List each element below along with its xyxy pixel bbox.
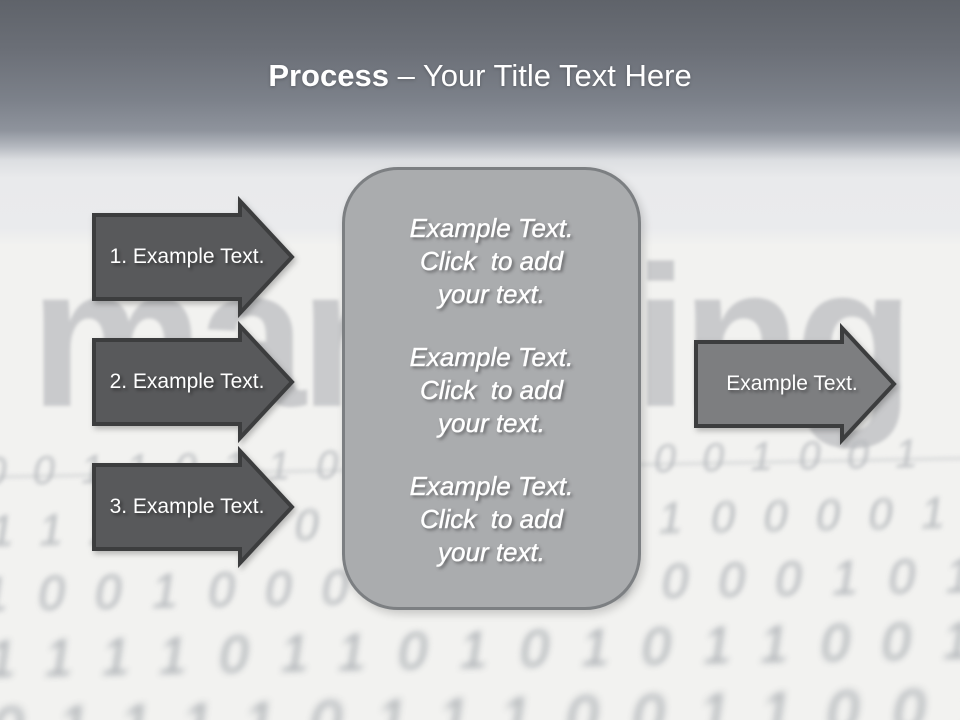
text-line: Example Text. xyxy=(409,471,574,502)
right-arrow-shape-icon xyxy=(92,320,295,444)
result-arrow[interactable]: Example Text. xyxy=(694,322,898,446)
text-line: your text. xyxy=(438,537,545,568)
right-arrow-shape-icon xyxy=(92,195,295,319)
process-step-arrow-3[interactable]: 3. Example Text. xyxy=(92,445,296,569)
center-text-panel[interactable]: Example Text. Click to add your text. Ex… xyxy=(342,167,641,610)
arrow-label: Example Text. xyxy=(726,372,858,395)
text-line: Example Text. xyxy=(409,342,574,373)
title-bold-text: Process xyxy=(268,58,389,93)
title-regular-text: – Your Title Text Here xyxy=(397,58,692,93)
text-block-3: Example Text. Click to add your text. xyxy=(353,470,630,569)
process-step-arrow-2[interactable]: 2. Example Text. xyxy=(92,320,296,444)
arrow-label: 3. Example Text. xyxy=(109,495,265,518)
text-block-1: Example Text. Click to add your text. xyxy=(353,212,630,311)
process-step-arrow-1[interactable]: 1. Example Text. xyxy=(92,195,296,319)
right-arrow-shape-icon xyxy=(92,445,295,569)
text-line: your text. xyxy=(438,408,545,439)
text-line: Click to add xyxy=(419,504,564,535)
text-line: Click to add xyxy=(419,375,564,406)
text-block-2: Example Text. Click to add your text. xyxy=(353,341,630,440)
slide-title: Process – Your Title Text Here xyxy=(0,57,960,95)
text-line: Example Text. xyxy=(409,213,574,244)
text-line: your text. xyxy=(438,279,545,310)
text-line: Click to add xyxy=(419,246,564,277)
arrow-label: 1. Example Text. xyxy=(109,245,265,268)
arrow-label: 2. Example Text. xyxy=(109,370,265,393)
right-arrow-shape-icon xyxy=(694,322,897,446)
